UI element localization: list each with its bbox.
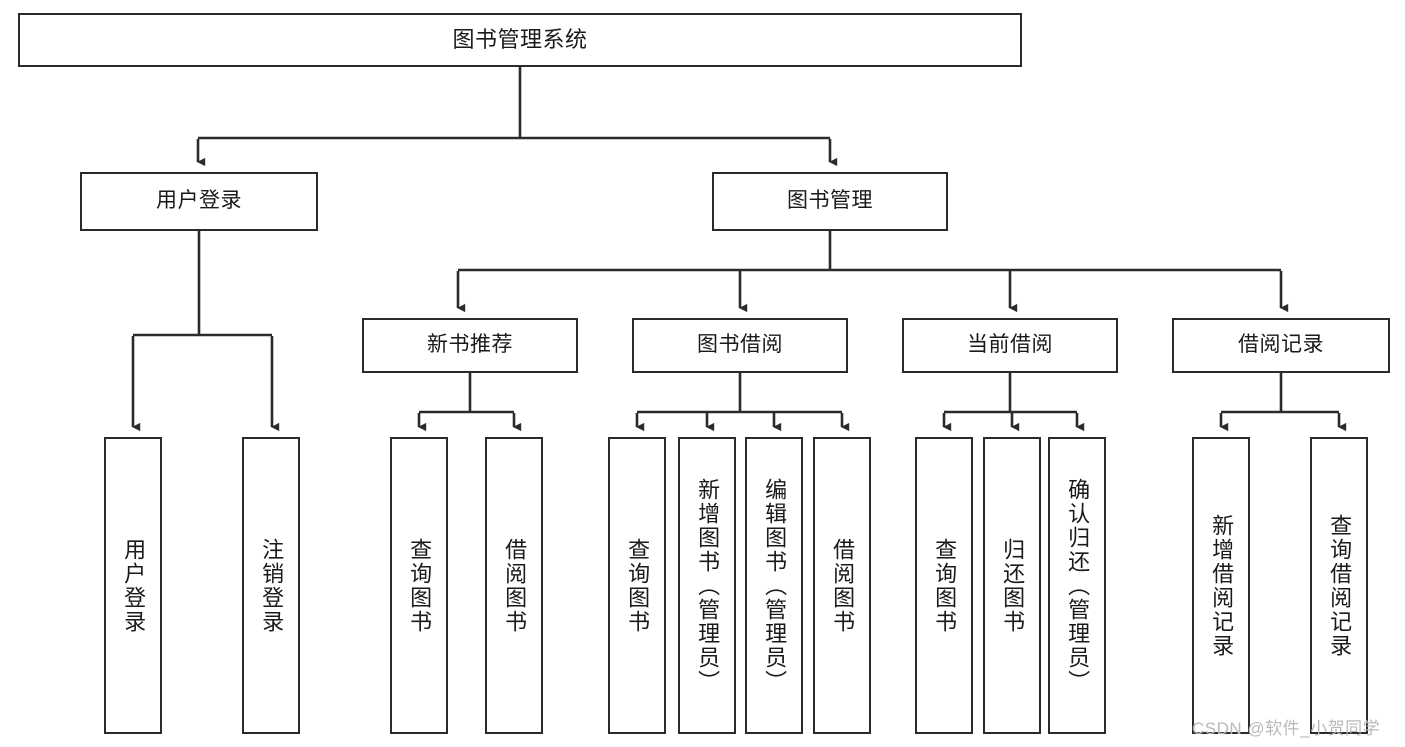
leaf-borrow-books-recommend[interactable]: 借阅图书: [485, 437, 543, 734]
node-book-borrow-label: 图书借阅: [697, 333, 783, 357]
csdn-watermark: CSDN @软件_小贺同学: [1192, 719, 1381, 738]
leaf-logout[interactable]: 注销登录: [242, 437, 300, 734]
node-current-borrow[interactable]: 当前借阅: [902, 318, 1118, 373]
node-user-login-label: 用户登录: [156, 189, 242, 213]
node-book-borrow[interactable]: 图书借阅: [632, 318, 848, 373]
leaf-add-book-admin[interactable]: 新增图书（管理员）: [678, 437, 736, 734]
node-book-management-label: 图书管理: [787, 189, 873, 213]
node-root[interactable]: 图书管理系统: [18, 13, 1022, 67]
node-borrow-records-label: 借阅记录: [1238, 333, 1324, 357]
node-book-management[interactable]: 图书管理: [712, 172, 948, 231]
leaf-query-books-recommend-label: 查询图书: [407, 537, 433, 634]
node-borrow-records[interactable]: 借阅记录: [1172, 318, 1390, 373]
leaf-query-books-current[interactable]: 查询图书: [915, 437, 973, 734]
node-new-book-recommend[interactable]: 新书推荐: [362, 318, 578, 373]
leaf-return-books-label: 归还图书: [1000, 537, 1026, 634]
leaf-add-book-admin-label: 新增图书（管理员）: [695, 477, 721, 694]
leaf-query-books-recommend[interactable]: 查询图书: [390, 437, 448, 734]
leaf-add-borrow-record[interactable]: 新增借阅记录: [1192, 437, 1250, 734]
leaf-borrow-books-label: 借阅图书: [830, 537, 856, 634]
node-user-login[interactable]: 用户登录: [80, 172, 318, 231]
leaf-add-borrow-record-label: 新增借阅记录: [1209, 513, 1235, 658]
leaf-borrow-books-recommend-label: 借阅图书: [502, 537, 528, 634]
leaf-query-books-borrow[interactable]: 查询图书: [608, 437, 666, 734]
leaf-confirm-return-admin[interactable]: 确认归还（管理员）: [1048, 437, 1106, 734]
leaf-query-borrow-record[interactable]: 查询借阅记录: [1310, 437, 1368, 734]
leaf-edit-book-admin-label: 编辑图书（管理员）: [762, 477, 788, 694]
node-root-label: 图书管理系统: [452, 27, 588, 53]
leaf-query-books-borrow-label: 查询图书: [625, 537, 651, 634]
leaf-user-login[interactable]: 用户登录: [104, 437, 162, 734]
node-current-borrow-label: 当前借阅: [967, 333, 1053, 357]
leaf-query-borrow-record-label: 查询借阅记录: [1327, 513, 1353, 658]
node-new-book-recommend-label: 新书推荐: [427, 333, 513, 357]
leaf-return-books[interactable]: 归还图书: [983, 437, 1041, 734]
leaf-edit-book-admin[interactable]: 编辑图书（管理员）: [745, 437, 803, 734]
leaf-borrow-books[interactable]: 借阅图书: [813, 437, 871, 734]
leaf-user-login-label: 用户登录: [121, 537, 147, 634]
leaf-confirm-return-admin-label: 确认归还（管理员）: [1065, 477, 1091, 694]
leaf-query-books-current-label: 查询图书: [932, 537, 958, 634]
leaf-logout-label: 注销登录: [259, 537, 285, 634]
